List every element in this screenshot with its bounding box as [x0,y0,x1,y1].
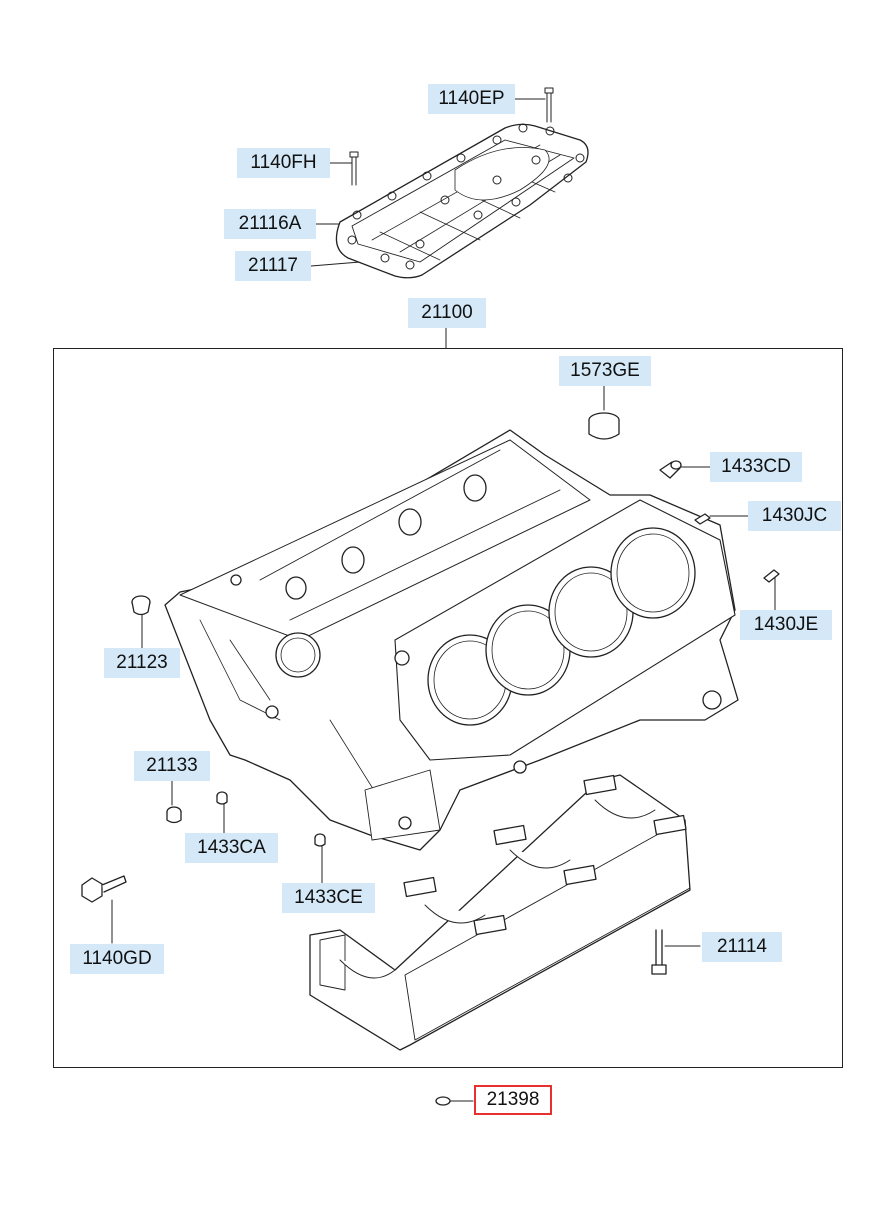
part-label-1573GE[interactable]: 1573GE [559,356,651,386]
ladder-cover-plate [335,123,589,279]
part-label-1433CD[interactable]: 1433CD [710,452,802,482]
pin-1430JC [694,513,711,525]
part-label-1140GD[interactable]: 1140GD [70,944,164,974]
part-label-21398[interactable]: 21398 [474,1085,552,1115]
bolt-21114 [651,929,667,975]
cover-bolt-1140FH [349,151,359,186]
dowel-1433CE [314,833,326,847]
part-label-1433CA[interactable]: 1433CA [185,833,278,863]
plug-21133 [166,806,182,824]
dowel-1433CA [216,791,228,805]
part-label-1430JE[interactable]: 1430JE [740,610,832,640]
part-label-21114[interactable]: 21114 [702,932,782,962]
part-label-21133[interactable]: 21133 [134,751,210,781]
cylinder-block-assembly-frame [53,348,843,1068]
part-label-1140FH[interactable]: 1140FH [237,148,330,178]
cylinder-block [164,429,739,851]
o-ring-21398 [435,1096,451,1106]
cover-bolt-holes [347,123,585,270]
leader-lines [111,98,776,1102]
part-label-21123[interactable]: 21123 [104,648,180,678]
cover-bolt-1140EP [544,87,554,123]
dowel-1433CD [659,460,682,479]
pin-1430JE [763,569,780,583]
part-label-21100[interactable]: 21100 [408,298,486,328]
plug-21123 [131,595,151,616]
plug-1573GE [588,412,620,440]
main-bearing-cap-ladder [309,774,691,1051]
bolt-1140GD [81,875,127,903]
part-label-1140EP[interactable]: 1140EP [428,84,515,114]
part-label-21117[interactable]: 21117 [235,251,311,281]
part-label-1433CE[interactable]: 1433CE [282,883,375,913]
part-label-1430JC[interactable]: 1430JC [748,501,841,531]
part-label-21116A[interactable]: 21116A [224,209,316,239]
